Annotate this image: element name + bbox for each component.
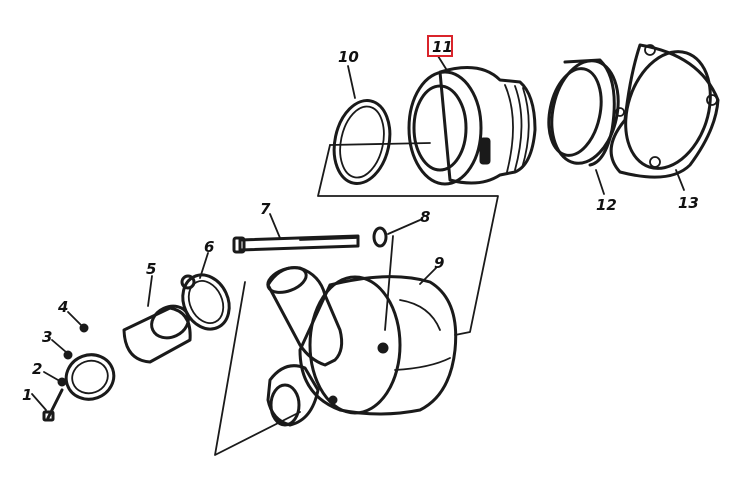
label-part-6: 6	[204, 238, 214, 256]
label-part-5: 5	[146, 260, 156, 278]
assembly-lines	[214, 142, 499, 456]
label-part-1: 1	[22, 386, 32, 404]
label-part-9: 9	[434, 254, 444, 272]
highlight-box-part-11	[427, 35, 453, 57]
part-13-flange-gasket	[609, 43, 720, 179]
label-part-7: 7	[260, 200, 271, 218]
label-part-10: 10	[338, 48, 359, 66]
label-part-4: 4	[57, 298, 68, 316]
part-labels: 10 11 12 13 7 8 9 6 5 4 3 2 1	[22, 35, 699, 404]
parts-1-4-hardware	[42, 323, 116, 422]
part-8-washer	[372, 226, 388, 248]
label-part-13: 13	[678, 194, 699, 212]
part-9-pump-housing	[266, 266, 458, 427]
part-11-cover-cap	[407, 66, 537, 186]
leader-lines	[31, 55, 685, 411]
part-10-o-ring	[332, 99, 392, 185]
part-12-ring	[547, 58, 620, 167]
part-5-hose	[122, 304, 192, 364]
label-part-8: 8	[420, 208, 430, 226]
part-7-bolt	[232, 234, 360, 254]
part-6-hose-clamp	[180, 273, 231, 331]
label-part-11: 11	[432, 38, 453, 56]
label-part-3: 3	[42, 328, 52, 346]
label-part-12: 12	[596, 196, 617, 214]
label-part-2: 2	[32, 360, 42, 378]
